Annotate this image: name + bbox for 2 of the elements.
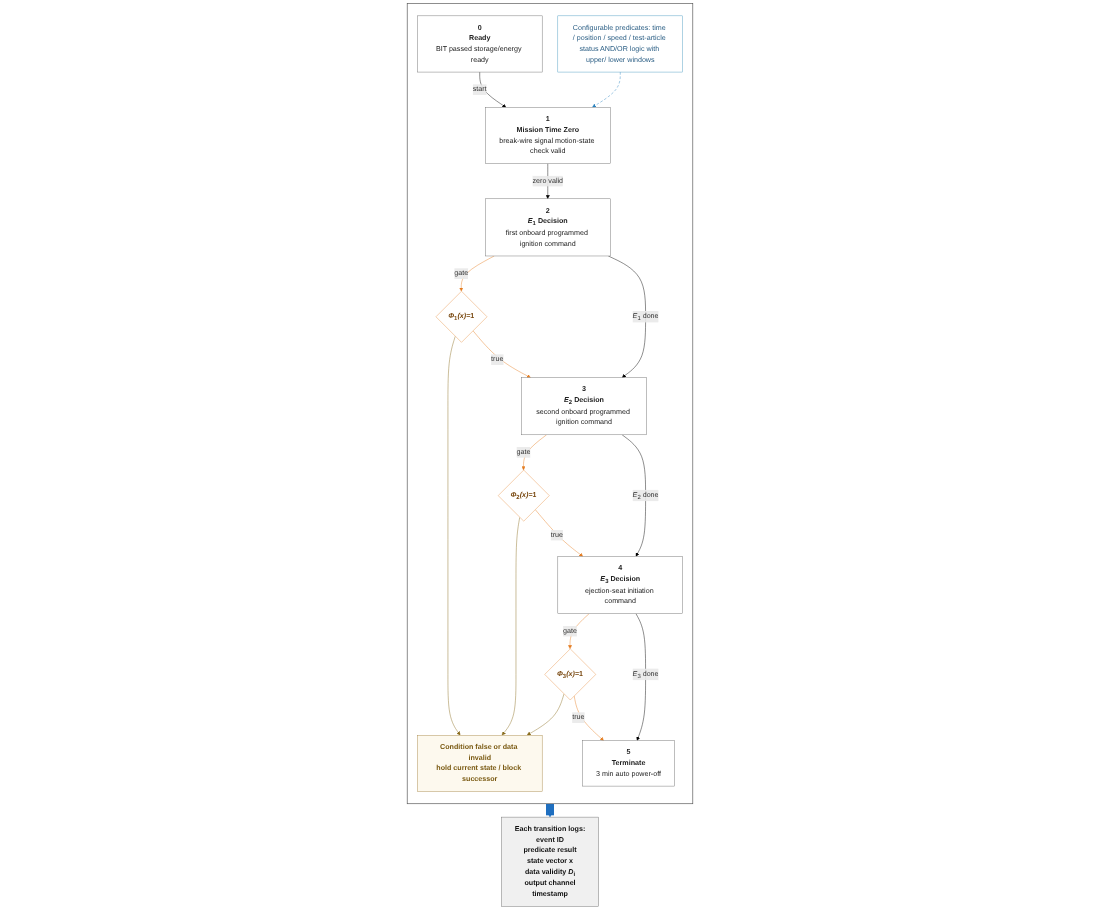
arrow	[546, 800, 554, 819]
cluster	[406, 3, 694, 805]
